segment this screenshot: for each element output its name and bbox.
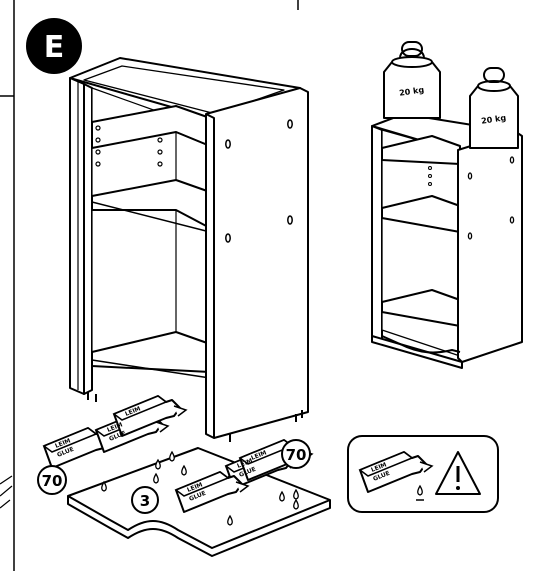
warning-box: [347, 435, 499, 513]
quantity-badge-right: [281, 439, 311, 469]
quantity-badge-left: [37, 465, 67, 495]
glue-quantity-left: 70: [42, 472, 63, 490]
step-letter: E: [44, 30, 65, 65]
weight-left: [383, 41, 441, 119]
weight-label-right: 20 kg: [481, 113, 507, 125]
step-badge: [26, 18, 82, 74]
weight-right: [469, 67, 519, 149]
warning-triangle-icon: [435, 451, 481, 495]
glue-quantity-right: 70: [286, 446, 307, 464]
part-number-badge: [131, 486, 159, 514]
cabinet-exploded: [69, 57, 309, 442]
base-part-number: 3: [140, 492, 150, 510]
weight-label-left: 20 kg: [399, 85, 425, 97]
cabinet-assembled: [371, 113, 523, 369]
